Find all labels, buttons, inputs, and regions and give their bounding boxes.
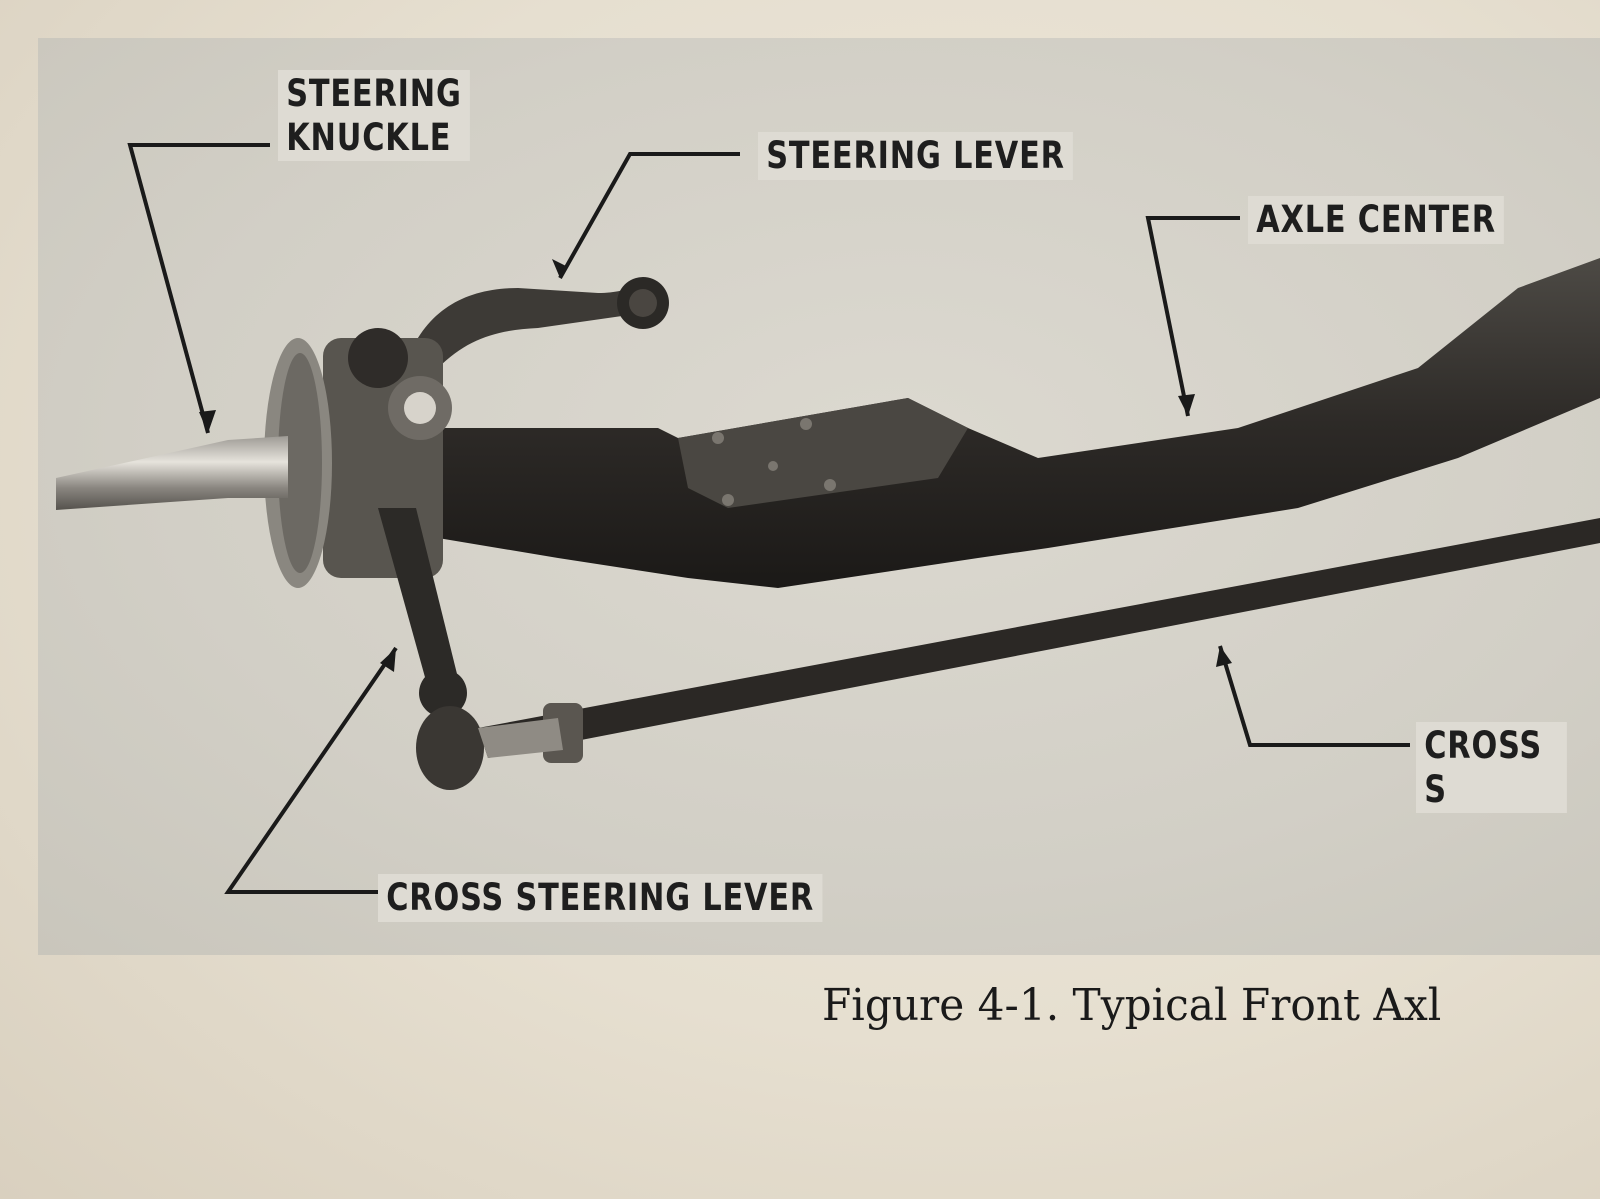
steering-knuckle-label: STEERING KNUCKLE	[278, 70, 470, 162]
spindle	[56, 436, 288, 510]
figure-caption: Figure 4-1. Typical Front Axl	[822, 980, 1442, 1031]
steering-lever-label: STEERING LEVER	[758, 132, 1074, 180]
spring-pad	[678, 398, 968, 508]
leader-lines	[127, 143, 1410, 894]
cross-tube	[478, 518, 1600, 758]
cross-steering-tube-label: CROSS S	[1416, 722, 1567, 814]
steering-lever-leader	[558, 152, 740, 279]
figure-photo	[38, 38, 1600, 955]
cross-tube-leader	[1218, 645, 1410, 747]
front-axle-illustration	[56, 143, 1600, 894]
cross-steering-lever-arm	[378, 508, 458, 688]
axle-center-leader	[1145, 216, 1240, 417]
axle-beam	[418, 258, 1600, 588]
knuckle-leader	[127, 143, 270, 434]
cross-lever-leader	[224, 646, 398, 894]
axle-center-label: AXLE CENTER	[1248, 196, 1505, 244]
steering-lever-arm	[408, 288, 643, 368]
cross-steering-lever-label: CROSS STEERING LEVER	[378, 874, 823, 922]
